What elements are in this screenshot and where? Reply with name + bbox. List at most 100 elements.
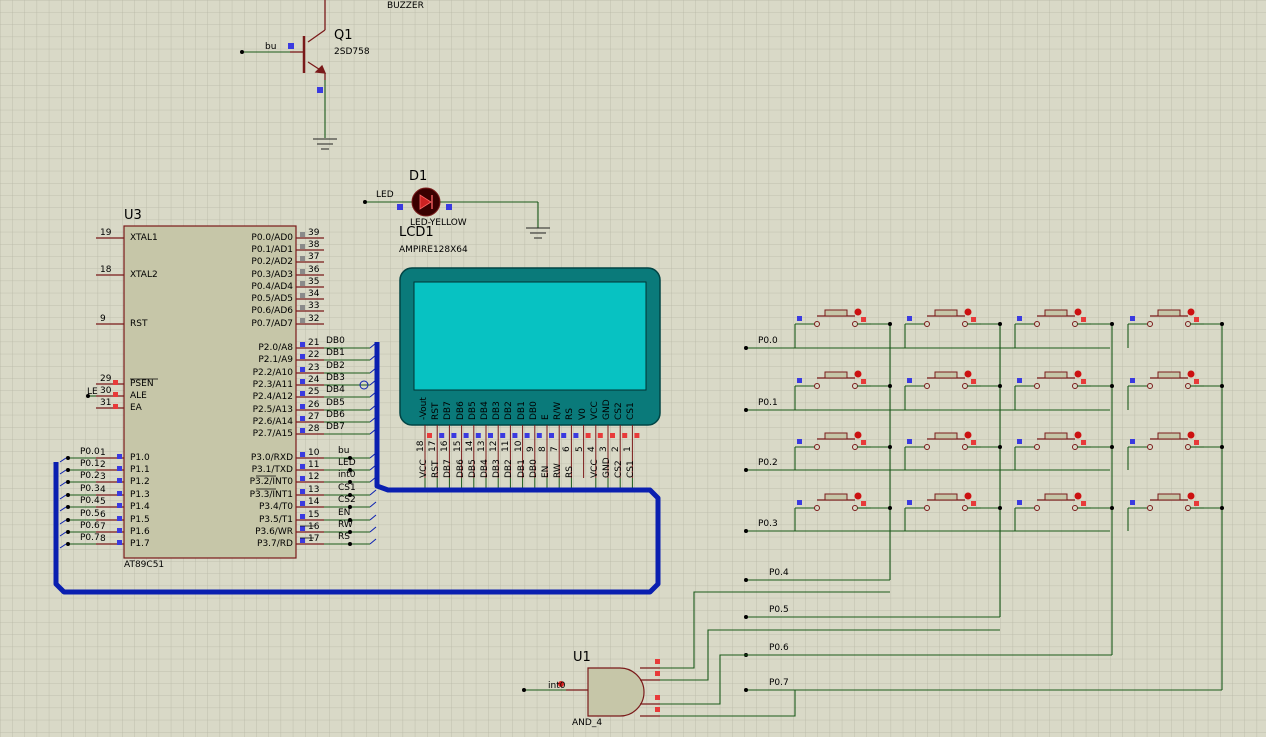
pin-number: 12 <box>308 472 320 482</box>
pin-marker <box>451 433 457 438</box>
pin-marker <box>1017 316 1022 321</box>
pin-marker <box>610 433 615 438</box>
switch-indicator <box>854 431 862 439</box>
row-net-label: P0.1 <box>758 398 778 408</box>
pin-number: 37 <box>308 252 320 262</box>
junction-dot <box>888 445 892 449</box>
pin-marker <box>1130 316 1135 321</box>
pin-name: P2.4/A12 <box>252 392 293 402</box>
pin-name: P3.4/T0 <box>259 502 293 512</box>
switch-button[interactable] <box>1157 432 1181 440</box>
pin-marker <box>113 380 118 385</box>
junction-dot <box>744 408 748 412</box>
switch-button[interactable] <box>1044 309 1068 317</box>
switch-button[interactable] <box>824 371 848 379</box>
switch-button[interactable] <box>824 309 848 317</box>
switch-button[interactable] <box>1157 371 1181 379</box>
switch-button[interactable] <box>934 371 958 379</box>
pin-marker <box>300 367 305 372</box>
switch-button[interactable] <box>1044 432 1068 440</box>
p1-net-label: P0.5 <box>80 509 100 519</box>
switch-contact <box>1147 505 1153 511</box>
pin-name: P0.3/AD3 <box>251 270 293 280</box>
pin-number: 19 <box>100 228 112 238</box>
junction-dot <box>1110 384 1114 388</box>
ground-symbol <box>526 227 550 239</box>
ground-symbol <box>313 138 337 150</box>
switch-button[interactable] <box>1157 493 1181 501</box>
switch-contact <box>814 321 820 327</box>
pin-marker <box>1017 500 1022 505</box>
pin-marker <box>117 540 122 545</box>
pin-name: P1.7 <box>130 539 150 549</box>
switch-button[interactable] <box>824 493 848 501</box>
lcd-pin-number: 5 <box>574 446 585 452</box>
mcu-at89c51-body[interactable] <box>123 225 297 559</box>
pin-marker <box>971 501 976 506</box>
switch-button[interactable] <box>934 432 958 440</box>
pin-name: P2.6/A14 <box>252 417 293 427</box>
lcd-pin-number: 18 <box>416 440 426 452</box>
led-d1[interactable] <box>365 187 539 228</box>
pin-marker <box>300 281 305 286</box>
pin-marker <box>907 378 912 383</box>
pin-name: P2.1/A9 <box>258 355 293 365</box>
data-bus[interactable] <box>53 342 661 595</box>
row-net-label: P0.2 <box>758 458 778 468</box>
d1-net-label: LED <box>376 190 394 200</box>
p1-net-label: P0.7 <box>80 533 100 543</box>
pin-number: 28 <box>308 424 320 434</box>
switch-button[interactable] <box>934 309 958 317</box>
switch-contact <box>1072 321 1078 327</box>
pin-name: P0.7/AD7 <box>251 319 293 329</box>
switch-contact <box>1034 444 1040 450</box>
pin-marker <box>1194 379 1199 384</box>
switch-contact <box>814 505 820 511</box>
lcd-pin-number: 3 <box>599 446 609 452</box>
p1-net-label: P0.4 <box>80 496 100 506</box>
p2-net-label: DB6 <box>326 410 345 420</box>
pin-marker <box>288 43 294 49</box>
transistor-q1[interactable] <box>290 0 327 80</box>
junction-dot <box>744 688 748 692</box>
pin-marker <box>1130 378 1135 383</box>
p1-net-label: P0.0 <box>80 447 100 457</box>
switch-contact <box>852 505 858 511</box>
lcd-ampire128x64[interactable] <box>399 267 661 426</box>
switch-contact <box>962 321 968 327</box>
junction-dot <box>744 346 748 350</box>
switch-button[interactable] <box>1157 309 1181 317</box>
pin-marker <box>117 528 122 533</box>
junction-dot <box>348 542 352 546</box>
pin-number: 27 <box>308 412 320 422</box>
junction-dot <box>744 578 748 582</box>
switch-contact <box>852 383 858 389</box>
switch-indicator <box>964 431 972 439</box>
switch-contact <box>1147 444 1153 450</box>
pin-marker <box>861 379 866 384</box>
p1-net-label: P0.2 <box>80 471 100 481</box>
switch-indicator <box>1074 431 1082 439</box>
switch-button[interactable] <box>934 493 958 501</box>
junction-dot <box>998 506 1002 510</box>
pin-number: 23 <box>308 363 320 373</box>
bus-entry <box>59 469 67 475</box>
switch-contact <box>924 383 930 389</box>
lcd-part: AMPIRE128X64 <box>399 245 468 255</box>
pin-marker <box>861 440 866 445</box>
junction-dot <box>66 480 70 484</box>
keypad-4x4[interactable] <box>744 308 1224 693</box>
lcd-net-label: CS1 <box>626 460 637 478</box>
pin-marker <box>1081 501 1086 506</box>
mcu-ref: U3 <box>124 208 142 223</box>
pin-marker <box>475 433 481 438</box>
switch-button[interactable] <box>1044 493 1068 501</box>
lcd-pin-wires <box>424 425 640 488</box>
switch-button[interactable] <box>824 432 848 440</box>
switch-button[interactable] <box>1044 371 1068 379</box>
lcd-pin-number: 17 <box>428 440 439 452</box>
and-gate-u1[interactable] <box>524 667 645 717</box>
pin-number: 6 <box>100 510 106 520</box>
pin-marker <box>300 305 305 310</box>
